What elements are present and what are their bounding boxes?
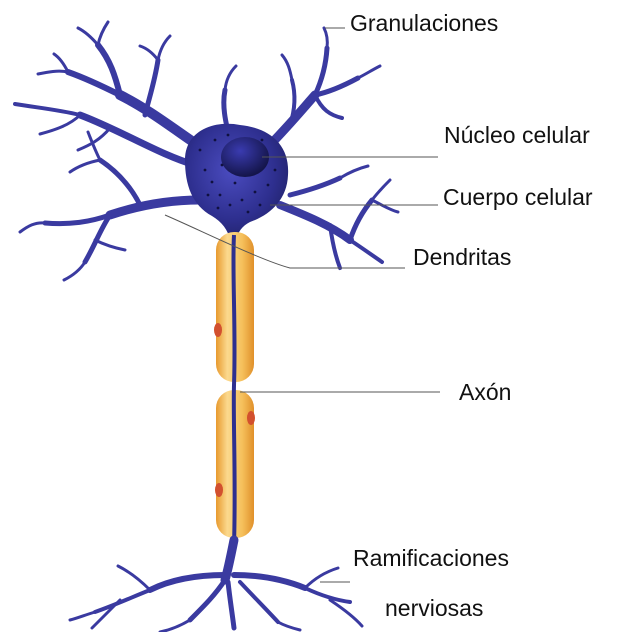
schwann-nucleus bbox=[247, 411, 255, 425]
axon-terminals bbox=[70, 540, 362, 632]
cell-body bbox=[185, 124, 288, 240]
label-nerviosas: nerviosas bbox=[385, 597, 483, 620]
label-dendritas: Dendritas bbox=[413, 246, 511, 269]
label-ramificaciones: Ramificaciones bbox=[353, 547, 509, 570]
leader-dendritas bbox=[165, 215, 405, 268]
label-granulaciones: Granulaciones bbox=[350, 12, 498, 35]
label-axon: Axón bbox=[459, 381, 511, 404]
label-nucleo-celular: Núcleo celular bbox=[444, 124, 590, 147]
axon bbox=[214, 232, 255, 545]
schwann-nucleus bbox=[215, 483, 223, 497]
label-cuerpo-celular: Cuerpo celular bbox=[443, 186, 593, 209]
schwann-nucleus bbox=[214, 323, 222, 337]
nucleus bbox=[221, 137, 269, 177]
